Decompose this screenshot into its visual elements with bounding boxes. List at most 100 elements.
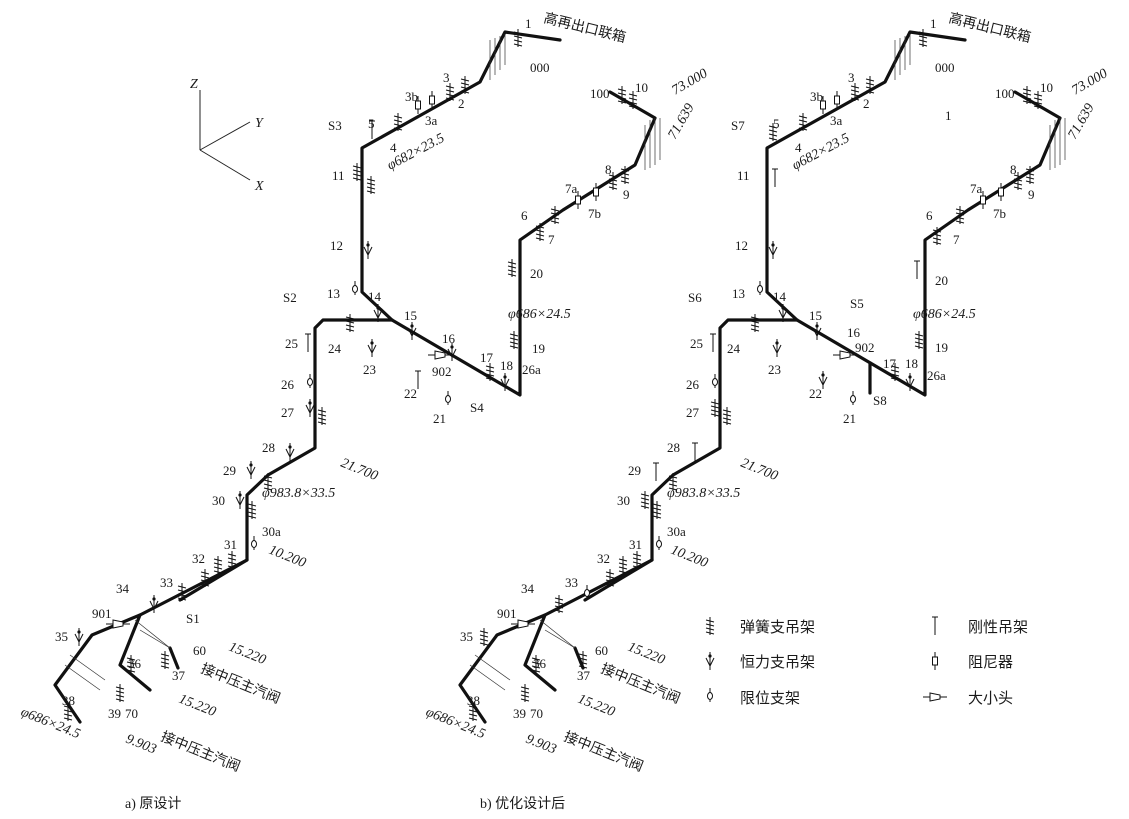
- restraint-label: S8: [873, 393, 887, 408]
- pipe-spec-right: φ686×24.5: [508, 307, 571, 322]
- elevation-15-a: 15.220: [626, 640, 667, 668]
- support-label: 21: [433, 411, 446, 426]
- support-label: 27: [281, 405, 295, 420]
- support-label: 37: [172, 668, 186, 683]
- restraint-label: S6: [688, 290, 702, 305]
- support-label: 30a: [667, 524, 686, 539]
- legend-item: 阻尼器: [932, 651, 1013, 671]
- restraint-labels: S5 S6 S7 S8: [688, 118, 887, 408]
- support-label: 902: [855, 340, 875, 355]
- restraint-label: S4: [470, 400, 484, 415]
- support-label: 23: [768, 362, 781, 377]
- support-label: 19: [935, 340, 948, 355]
- support-label: 14: [368, 289, 382, 304]
- connect-label-a: 接中压主汽阀: [199, 660, 283, 707]
- restraint-label: S2: [283, 290, 297, 305]
- elevation-9: 9.903: [524, 732, 559, 758]
- elevation-9: 9.903: [124, 732, 159, 758]
- pipe-route: [360, 30, 657, 397]
- support-label: 24: [727, 341, 741, 356]
- support-label: 28: [262, 440, 275, 455]
- connect-label-b: 接中压主汽阀: [159, 728, 243, 775]
- diagram-original-design: 高再出口联箱 000 73.000 71.639 21.700 10.200 1…: [19, 9, 711, 775]
- support-label: 7a: [565, 181, 578, 196]
- support-label: 31: [629, 537, 642, 552]
- support-label: 22: [809, 386, 822, 401]
- legend-label: 恒力支吊架: [740, 654, 815, 671]
- elevation-71: 71.639: [665, 101, 697, 142]
- legend: 弹簧支吊架 刚性吊架 恒力支吊架 阻尼器 限位支架 大小头: [705, 616, 1028, 707]
- support-label: 8: [605, 162, 612, 177]
- pipe-route: [53, 318, 394, 724]
- support-label: 23: [363, 362, 376, 377]
- support-label: 38: [62, 693, 75, 708]
- elevation-21: 21.700: [339, 456, 380, 484]
- support-label: 8: [1010, 162, 1017, 177]
- elevation-21: 21.700: [739, 456, 780, 484]
- connect-label-b: 接中压主汽阀: [562, 728, 646, 775]
- elevation-15-a: 15.220: [227, 640, 268, 668]
- support-label: 26: [281, 377, 295, 392]
- support-label: 38: [467, 693, 480, 708]
- support-label: 901: [497, 606, 517, 621]
- legend-label: 大小头: [968, 690, 1013, 707]
- support-label: 2: [458, 96, 465, 111]
- support-label: 3: [443, 70, 450, 85]
- support-label: 6: [521, 208, 528, 223]
- support-label: 34: [116, 581, 130, 596]
- z-axis-label: Z: [190, 77, 198, 92]
- y-axis-label: Y: [255, 116, 265, 131]
- support-label: 20: [935, 273, 948, 288]
- pipe-route: [583, 558, 654, 602]
- support-label: 7b: [588, 206, 601, 221]
- support-label: 18: [500, 358, 513, 373]
- restraint-label: S3: [328, 118, 342, 133]
- reducer-icon: [922, 692, 948, 702]
- support-label: 30: [617, 493, 630, 508]
- support-label: 901: [92, 606, 112, 621]
- support-label: 2: [863, 96, 870, 111]
- support-label: 10: [1040, 80, 1053, 95]
- support-label: 1: [525, 16, 532, 31]
- support-label: 26: [686, 377, 700, 392]
- support-label: 6: [926, 208, 933, 223]
- spring-hanger-icon: [705, 616, 715, 636]
- support-label: 15: [809, 308, 822, 323]
- axis-triad: Z Y X: [190, 77, 265, 194]
- support-label: 11: [332, 168, 345, 183]
- support-label: 3b: [810, 89, 823, 104]
- support-label: 4: [390, 140, 397, 155]
- support-labels: 1 2 3 3a 3b 4 5 6 7 7a 7b 8 9 10 100 11 …: [460, 16, 1053, 721]
- support-label: 3b: [405, 89, 418, 104]
- pipe-stub: [168, 646, 180, 670]
- pipe-route: [118, 613, 152, 692]
- restraint-label: S7: [731, 118, 745, 133]
- support-label: 5: [368, 116, 375, 131]
- support-label: 7: [548, 232, 555, 247]
- legend-item: 恒力支吊架: [705, 651, 815, 671]
- hatch-area: [469, 34, 1066, 691]
- x-axis-label: X: [254, 179, 264, 194]
- legend-item: 大小头: [922, 690, 1013, 707]
- support-label: 25: [690, 336, 703, 351]
- support-label: 3a: [830, 113, 843, 128]
- support-label: 33: [565, 575, 578, 590]
- support-label: 33: [160, 575, 173, 590]
- connect-label-a: 接中压主汽阀: [599, 660, 683, 707]
- elevation-15-b: 15.220: [576, 692, 617, 720]
- support-label: 24: [328, 341, 342, 356]
- pipe-route: [765, 30, 1062, 397]
- support-label: 12: [735, 238, 748, 253]
- support-label: 29: [628, 463, 641, 478]
- support-label: 13: [732, 286, 745, 301]
- support-label: 37: [577, 668, 591, 683]
- pipe-route: [458, 318, 799, 724]
- support-label: 18: [905, 356, 918, 371]
- support-label: 7a: [970, 181, 983, 196]
- support-label: 11: [737, 168, 750, 183]
- support-label: 60: [193, 643, 206, 658]
- support-label: 7b: [993, 206, 1006, 221]
- support-label: 39: [513, 706, 526, 721]
- support-label: 100: [995, 86, 1015, 101]
